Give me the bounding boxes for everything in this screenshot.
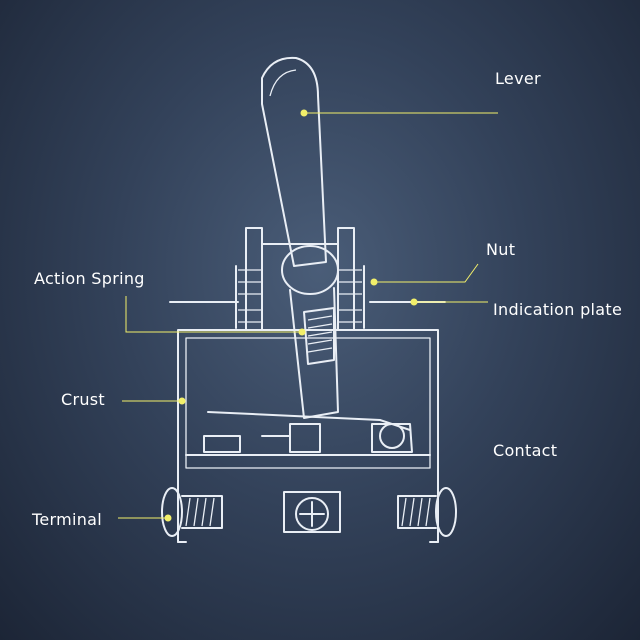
center-terminal — [283, 491, 341, 533]
left-terminal — [161, 487, 223, 537]
callout-crust — [122, 397, 186, 405]
contact-mechanism — [203, 411, 413, 453]
lever-shape — [261, 56, 339, 419]
right-terminal — [397, 487, 457, 537]
callout-indication-plate — [410, 298, 488, 306]
label-crust: Crust — [61, 390, 105, 409]
label-action-spring: Action Spring — [34, 269, 145, 288]
housing-inner-line — [185, 337, 431, 469]
label-lever: Lever — [495, 69, 541, 88]
label-terminal: Terminal — [32, 510, 103, 529]
callout-action-spring — [125, 296, 306, 336]
callout-terminal — [118, 514, 172, 522]
label-contact: Contact — [493, 441, 558, 460]
label-indication-plate: Indication plate — [493, 300, 623, 319]
action-spring-shape — [303, 307, 335, 365]
callout-lever — [300, 109, 498, 117]
nut-stack — [235, 227, 365, 331]
callout-nut — [370, 263, 479, 286]
label-nut: Nut — [486, 240, 516, 259]
housing-outline — [177, 329, 439, 543]
